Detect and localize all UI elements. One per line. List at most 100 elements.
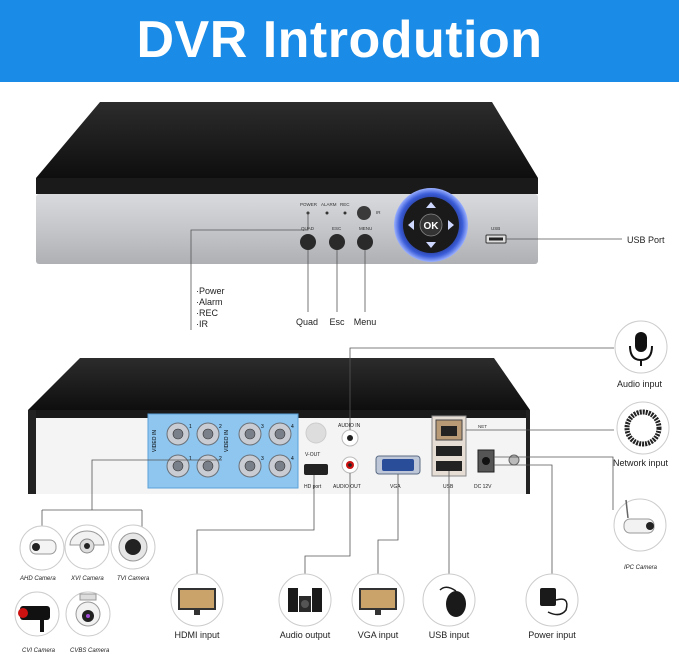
usb-input-group: USB input [422, 573, 476, 640]
front-leds: POWER ALARM REC IR [300, 202, 381, 220]
camera-cvbs: CVBS Camera [65, 591, 111, 654]
led-label-rec: REC [340, 202, 350, 207]
power-adapter-cable [547, 598, 568, 616]
led-label-alarm: ALARM [321, 202, 337, 207]
ipc-camera-group: IPC Camera [613, 498, 667, 571]
vga-label: VGA [390, 484, 401, 490]
net-label: NET [478, 424, 487, 429]
arrow-up-icon[interactable] [426, 202, 436, 208]
cvbs-lens-glow [86, 614, 90, 618]
bnc-number: 2 [219, 456, 222, 462]
ipc-callout-line [494, 456, 614, 510]
camera-ahd: AHD Camera [19, 525, 65, 582]
vga-monitor-screen [361, 590, 395, 608]
dc-hole [482, 457, 490, 465]
audio-output-group: Audio output [278, 573, 332, 640]
indicator-ir: ·IR [196, 319, 208, 329]
esc-panel-label: ESC [332, 226, 342, 231]
front-usb-slot [489, 237, 503, 241]
quad-button[interactable] [300, 234, 316, 250]
arrow-right-icon[interactable] [448, 220, 454, 230]
ipc-camera-label: IPC Camera [624, 565, 658, 571]
power-input-group: Power input [525, 573, 579, 640]
bnc-center [202, 460, 214, 472]
dc-label: DC 12V [474, 484, 492, 490]
v-out-port[interactable] [305, 422, 327, 444]
tvi-camera-label: TVI Camera [117, 576, 150, 582]
speaker-icon-right [312, 588, 322, 612]
usb-port-label: USB Port [627, 235, 665, 245]
indicator-alarm: ·Alarm [196, 297, 223, 307]
bnc-center [274, 428, 286, 440]
power-input-label: Power input [528, 630, 576, 640]
bnc-number: 3 [261, 424, 264, 430]
rear-callout-lines [41, 347, 614, 580]
rear-usb-port-1[interactable] [436, 446, 462, 456]
mouse-icon [446, 591, 466, 617]
bnc-number: 1 [189, 456, 192, 462]
monitor-stand [194, 610, 200, 615]
bnc-number: 4 [291, 424, 294, 430]
audio-input-label: Audio input [617, 379, 663, 389]
dvr-front: POWER ALARM REC IR QUAD ESC MENU OK US [36, 102, 538, 264]
net-port-inner [441, 426, 457, 436]
dvr-top-cover [36, 102, 538, 178]
power-callout-line [494, 464, 553, 580]
cvi-camera-icon [20, 606, 50, 620]
vga-monitor-stand [375, 610, 381, 615]
alarm-led [325, 211, 329, 215]
hd-port[interactable] [304, 464, 328, 475]
arrow-left-icon[interactable] [408, 220, 414, 230]
monitor-screen [180, 590, 214, 608]
xvi-lens [84, 543, 90, 549]
nav-pad[interactable]: OK [394, 188, 468, 262]
bnc-number: 4 [291, 456, 294, 462]
xvi-camera-label: XVI Camera [70, 576, 104, 582]
cvi-camera-label: CVI Camera [22, 648, 56, 654]
camera-tvi: TVI Camera [110, 524, 156, 582]
dvr-rear-side-left [28, 410, 36, 494]
audio-output-label: Audio output [280, 630, 331, 640]
audio-out-callout-line [304, 473, 351, 580]
cvi-mount [40, 618, 44, 632]
led-label-power: POWER [300, 202, 318, 207]
dvr-rear-top [28, 358, 530, 410]
vga-input-group: VGA input [351, 573, 405, 640]
esc-button[interactable] [329, 234, 345, 250]
rear-usb-port-2[interactable] [436, 461, 462, 471]
ground-screw [508, 454, 520, 466]
tvi-lens [125, 539, 141, 555]
power-adapter-icon [540, 588, 556, 606]
ok-button[interactable] [419, 213, 443, 237]
hdmi-input-group: HDMI input [170, 573, 224, 640]
menu-panel-label: MENU [359, 226, 372, 231]
bnc-number: 1 [189, 424, 192, 430]
front-callout-lines [190, 212, 622, 330]
ipc-camera-lens [646, 522, 654, 530]
cvi-lens [18, 608, 28, 618]
dvr-diagram: POWER ALARM REC IR QUAD ESC MENU OK US [14, 102, 670, 654]
banner-title: DVR Introdution [136, 11, 543, 69]
ahd-camera-lens [32, 543, 40, 551]
rec-led [343, 211, 347, 215]
menu-button[interactable] [357, 234, 373, 250]
video-in-label-2: VIDEO IN [224, 430, 230, 452]
ok-label: OK [424, 221, 440, 232]
network-input-icon-group: Network input [613, 401, 670, 468]
cvbs-top [79, 593, 97, 601]
xvi-dome-icon [69, 530, 105, 546]
audio-in-label: AUDIO IN [338, 423, 361, 429]
bnc-center [172, 460, 184, 472]
hdmi-input-label: HDMI input [174, 630, 220, 640]
menu-label: Menu [354, 317, 377, 327]
dvr-rear-side-right [526, 410, 530, 494]
speaker-icon [288, 588, 298, 612]
arrow-down-icon[interactable] [426, 242, 436, 248]
esc-label: Esc [329, 317, 345, 327]
bnc-number: 3 [261, 456, 264, 462]
audio-input-icon-group: Audio input [614, 320, 668, 389]
ir-sensor [357, 206, 371, 220]
usb-input-label: USB input [429, 630, 470, 640]
